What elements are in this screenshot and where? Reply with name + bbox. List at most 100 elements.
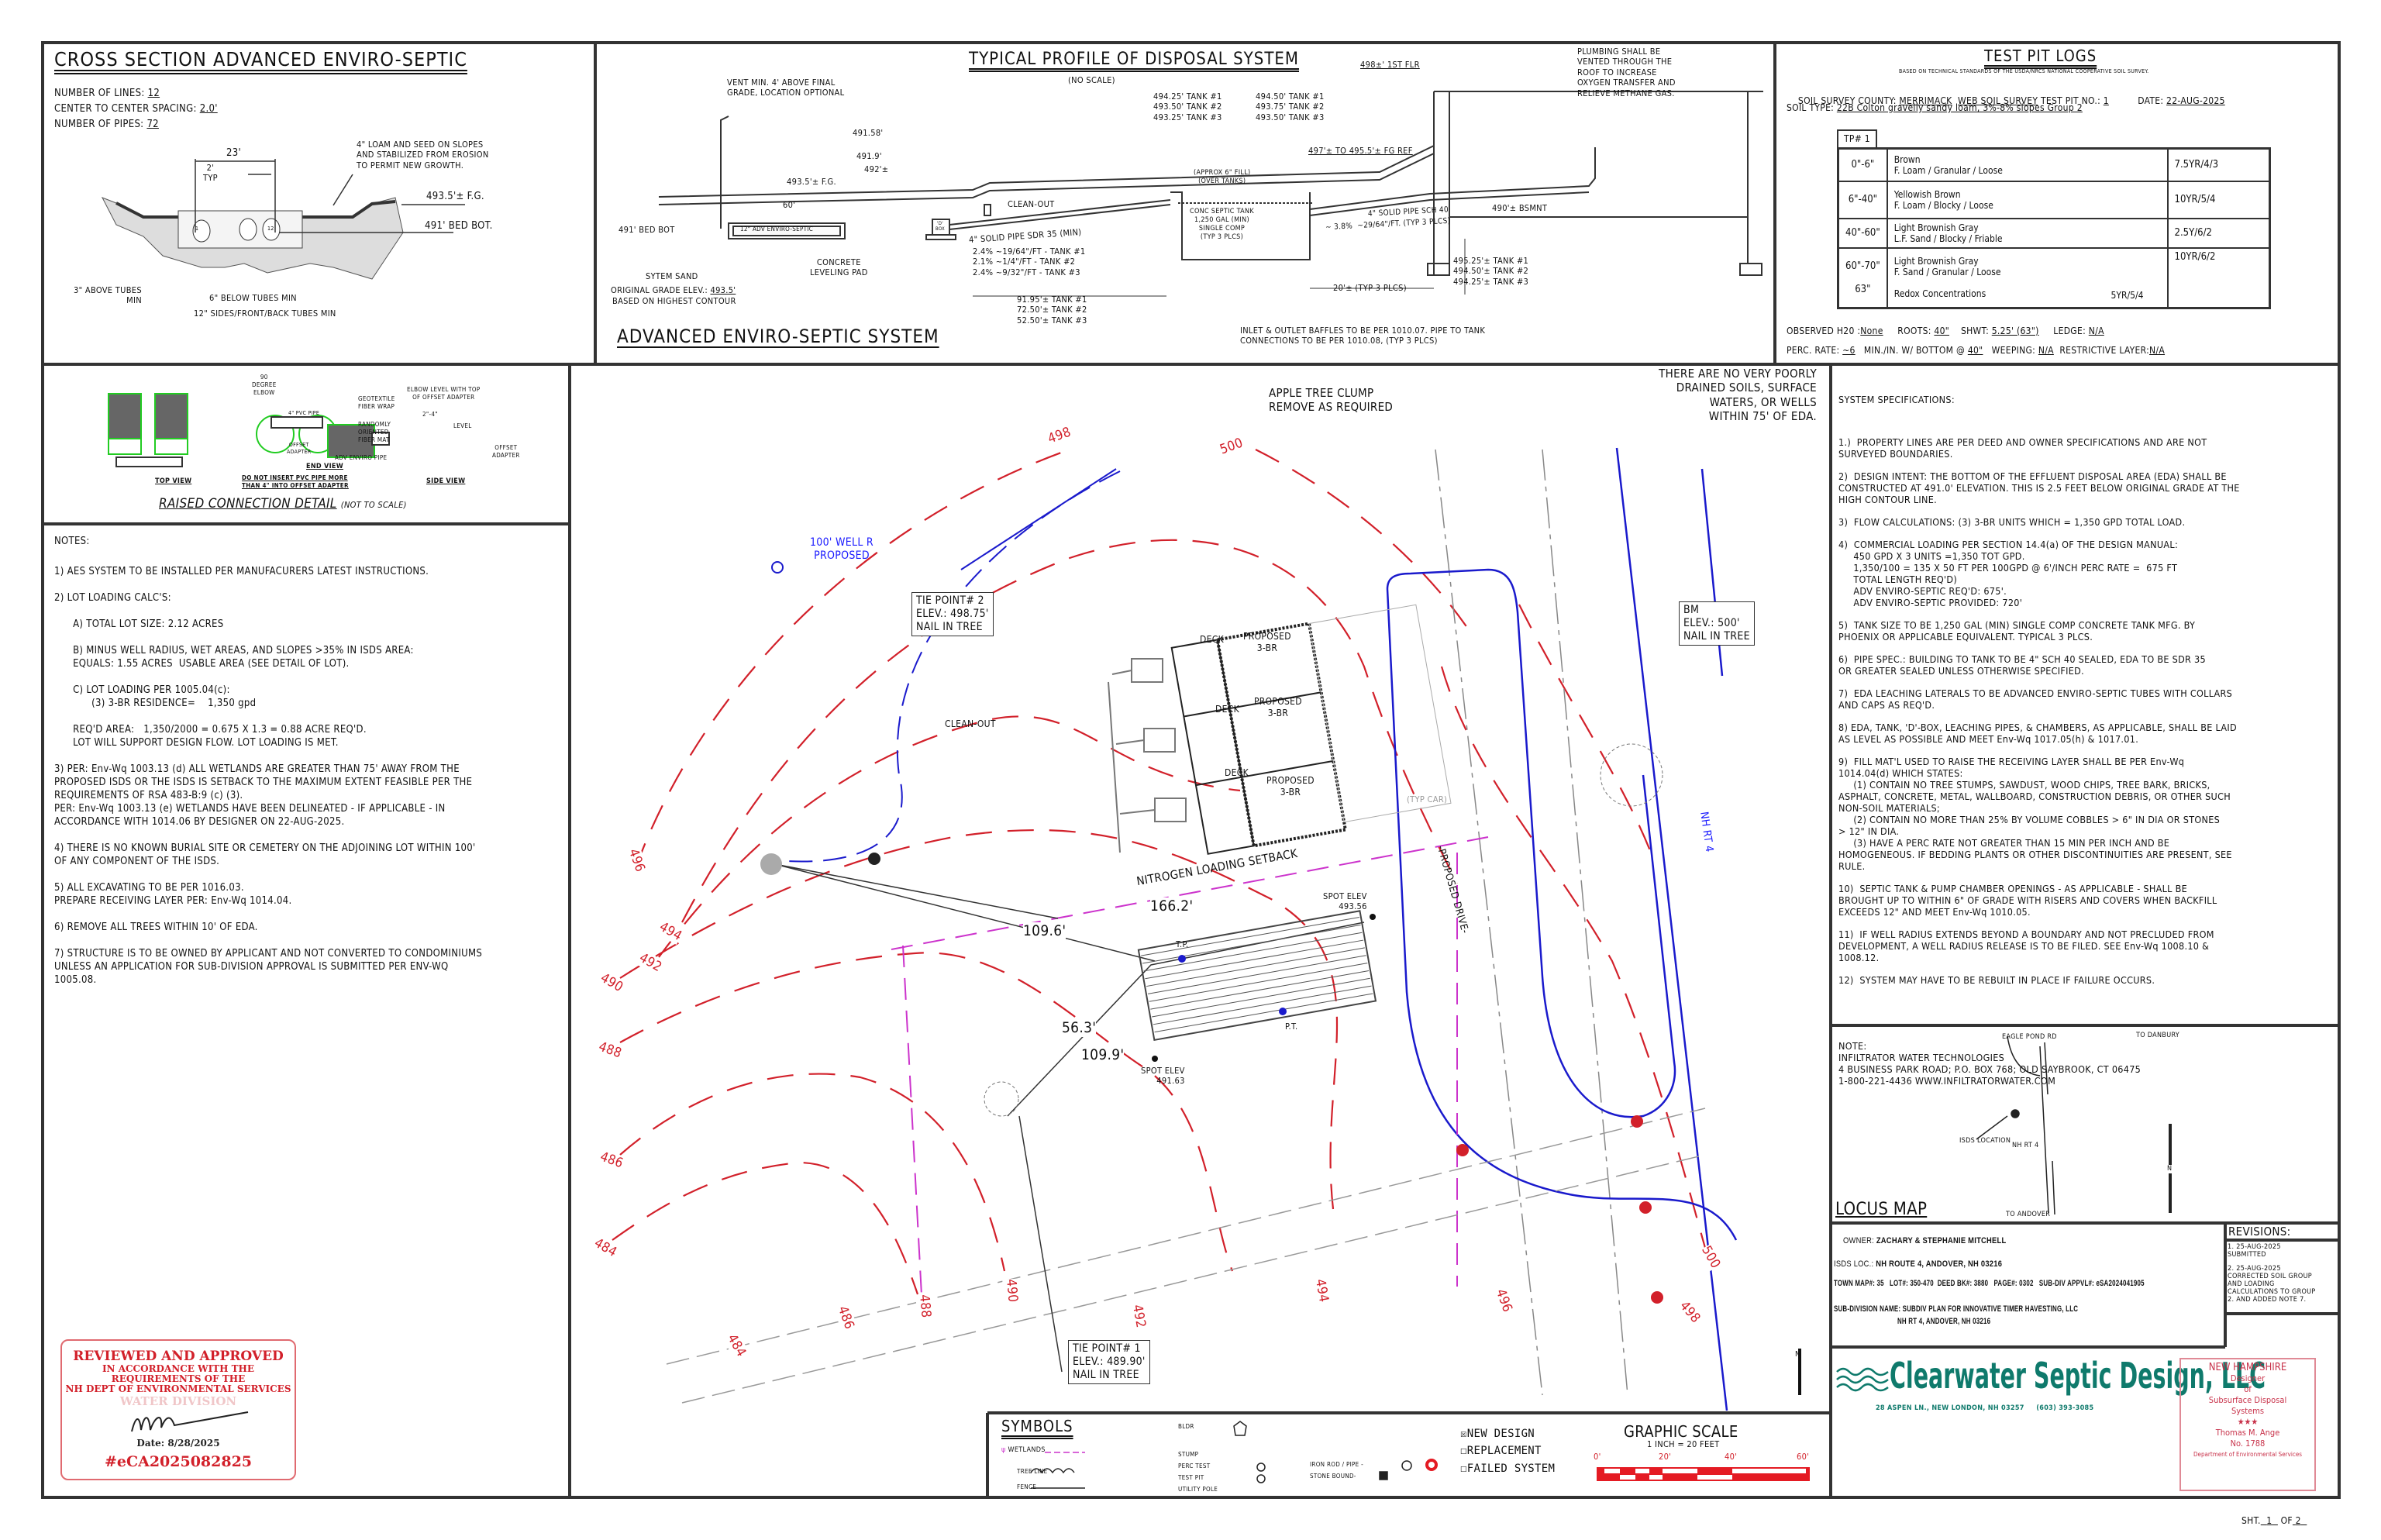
- approval-stamp: REVIEWED AND APPROVED IN ACCORDANCE WITH…: [60, 1339, 296, 1480]
- replacement-checkbox[interactable]: ☐: [1460, 1445, 1467, 1457]
- pipes-value: 72: [146, 119, 159, 130]
- contour-label: 500: [1218, 435, 1246, 459]
- fill-note: (APPROX 6" FILL) (OVER TANKS): [1194, 169, 1251, 185]
- fg-ref: 497'± TO 495.5'± FG REF: [1308, 146, 1413, 156]
- failed-system-checkbox[interactable]: ☐: [1460, 1462, 1467, 1475]
- offset-label: OFFSET ADAPTER: [287, 442, 312, 455]
- adv-pipe-label: ADV ENVIRO PIPE: [335, 454, 388, 461]
- perc-test-label: PERC TEST: [1178, 1462, 1211, 1469]
- spec-item: 6) PIPE SPEC.: BUILDING TO TANK TO BE 4"…: [1838, 653, 2206, 677]
- notes-panel: NOTES: 1) AES SYSTEM TO BE INSTALLED PER…: [54, 535, 558, 1000]
- spec-item: 4) COMMERCIAL LOADING PER SECTION 14.4(a…: [1838, 539, 2179, 608]
- notes-list: 1) AES SYSTEM TO BE INSTALLED PER MANUFA…: [54, 565, 558, 987]
- scale-tick: 0': [1594, 1452, 1601, 1462]
- contour-label: 488: [596, 1039, 624, 1063]
- depth-cell: 60"-70" 63": [1837, 246, 1888, 309]
- deck-label: DECK: [1225, 767, 1249, 778]
- building-pipe-elevations: 495.25'± TANK #1 494.50'± TANK #2 494.25…: [1453, 256, 1529, 287]
- system-title: ADVANCED ENVIRO-SEPTIC SYSTEM: [617, 326, 939, 347]
- stamp-title: REVIEWED AND APPROVED: [73, 1349, 284, 1364]
- specs-panel: SYSTEM SPECIFICATIONS: 1.) PROPERTY LINE…: [1838, 370, 2334, 1098]
- cross-section-drawing: [101, 159, 465, 280]
- site-plan-drawing: [612, 447, 1801, 1411]
- basement-elev: 490'± BSMNT: [1492, 203, 1548, 213]
- contour-label: 490: [1002, 1278, 1021, 1304]
- cross-section-title: CROSS SECTION ADVANCED ENVIRO-SEPTIC: [54, 48, 467, 71]
- stamp-date: Date: 8/28/2025: [136, 1438, 220, 1449]
- note-item: A) TOTAL LOT SIZE: 2.12 ACRES: [54, 618, 224, 630]
- pipe-slopes: 2.4% ~19/64"/FT - TANK #1 2.1% ~1/4"/FT …: [973, 246, 1086, 277]
- apple-tree-note: APPLE TREE CLUMP REMOVE AS REQUIRED: [1269, 386, 1394, 415]
- tank-outlet-elevations: 494.25' TANK #1 493.50' TANK #2 493.25' …: [1153, 91, 1222, 122]
- isds-loc: NH ROUTE 4, ANDOVER, NH 03216: [1876, 1259, 2003, 1269]
- test-pit-title: TEST PIT LOGS: [1984, 47, 2097, 65]
- stamp-division: WATER DIVISION: [119, 1394, 237, 1408]
- road-label: NH RT 4: [1697, 811, 1716, 853]
- seal-stars: ★★★: [2237, 1417, 2259, 1427]
- elev-491-9: 491.9': [856, 151, 882, 161]
- county-label: SOIL SURVEY COUNTY:: [1797, 95, 1897, 106]
- seal-name: Thomas M. Ange: [2215, 1428, 2280, 1438]
- well-radius-label: 100' WELL R PROPOSED: [810, 536, 873, 563]
- graphic-scale-title: GRAPHIC SCALE: [1624, 1422, 1738, 1441]
- benchmark: BM ELEV.: 500' NAIL IN TREE: [1679, 601, 1755, 646]
- company-logo: Clearwater Septic Design, LLC: [1890, 1355, 2266, 1397]
- infiltrator-note: NOTE: INFILTRATOR WATER TECHNOLOGIES 4 B…: [1838, 1040, 2142, 1087]
- sheet-number: SHT. 1 OF 2: [2241, 1515, 2307, 1527]
- pit-label: TEST PIT NO.:: [2040, 95, 2101, 106]
- roots-value: 40": [1934, 326, 1950, 336]
- stump-label: STUMP: [1178, 1451, 1199, 1458]
- designer-seal: NEW HAMPSHIRE Designer of Subsurface Dis…: [2179, 1358, 2316, 1491]
- date-value: 22-AUG-2025: [2166, 95, 2225, 106]
- septic-tank-label: CONC SEPTIC TANK 1,250 GAL (MIN) SINGLE …: [1190, 208, 1254, 241]
- shwt-label: SHWT:: [1960, 326, 1990, 336]
- sheet-total: 2: [2295, 1515, 2301, 1526]
- typ-car-label: (TYP CAR): [1407, 794, 1448, 804]
- table-row: 6"-40"Yellowish Brown F. Loam / Blocky /…: [1837, 180, 2271, 219]
- roots-label: ROOTS:: [1897, 326, 1931, 336]
- tube-first: 1: [195, 226, 199, 232]
- restrictive-value: N/A: [2149, 345, 2166, 356]
- note-item: REQ'D AREA: 1,350/2000 = 0.675 X 1.3 = 0…: [73, 724, 367, 749]
- aes-length: 60': [783, 200, 796, 210]
- weeping-value: N/A: [2038, 345, 2054, 356]
- orig-grade-value: 493.5': [710, 285, 736, 295]
- contour-label: 494: [1311, 1277, 1332, 1304]
- contour-label: 496: [1492, 1287, 1515, 1315]
- loam-note: 4" LOAM AND SEED ON SLOPES AND STABILIZE…: [357, 140, 489, 171]
- contour-label: 494: [656, 918, 685, 945]
- h2o-label: OBSERVED H20 :: [1787, 326, 1861, 336]
- date-label: DATE:: [2138, 95, 2164, 106]
- contour-label: 486: [834, 1304, 857, 1332]
- end-view-label: END VIEW: [306, 463, 343, 470]
- to-danbury-label: TO DANBURY: [2136, 1032, 2180, 1039]
- contour-label: 486: [598, 1149, 625, 1173]
- owner-label: OWNER:: [1843, 1236, 1874, 1245]
- not-to-scale: (NOT TO SCALE): [340, 500, 407, 510]
- color-cell: 10YR/6/2: [2166, 246, 2271, 309]
- profile-fg: 493.5'± F.G.: [787, 177, 836, 187]
- parcel-ids: TOWN MAP#: 35 LOT#: 350-470 DEED BK#: 38…: [1834, 1279, 2145, 1288]
- profile-title: TYPICAL PROFILE OF DISPOSAL SYSTEM: [969, 50, 1300, 69]
- below-tubes: 6" BELOW TUBES MIN: [209, 293, 297, 303]
- perc-label: PERC. RATE:: [1787, 345, 1840, 356]
- distance-166: 166.2': [1150, 897, 1194, 916]
- distance-109-6: 109.6': [1023, 922, 1066, 941]
- note-item: 7) STRUCTURE IS TO BE OWNED BY APPLICANT…: [54, 948, 483, 986]
- ledge-value: N/A: [2088, 326, 2104, 336]
- depth-cell: 0"-6": [1837, 147, 1888, 182]
- shwt-value: 5.25' (63"): [1991, 326, 2039, 336]
- depth-cell: 40"-60": [1837, 217, 1888, 249]
- revision-item: 1. 25-AUG-2025 SUBMITTED: [2228, 1243, 2281, 1259]
- tank-distances: 91.95'± TANK #1 72.50'± TANK #2 52.50'± …: [1017, 295, 1087, 326]
- depth-cell: 6"-40": [1837, 180, 1888, 219]
- note-item: 4) THERE IS NO KNOWN BURIAL SITE OR CEME…: [54, 842, 476, 867]
- dim-width: 23': [226, 147, 241, 159]
- scale-tick: 40': [1725, 1452, 1738, 1462]
- stamp-line1: IN ACCORDANCE WITH THE: [102, 1363, 255, 1374]
- desc-cell: Yellowish Brown F. Loam / Blocky / Loose: [1886, 180, 2169, 219]
- perc-value: ~6: [1842, 345, 1856, 356]
- new-design-checkbox[interactable]: ☒: [1460, 1428, 1467, 1440]
- spec-item: 3) FLOW CALCULATIONS: (3) 3-BR UNITS WHI…: [1838, 516, 2186, 528]
- sheet-of: OF: [2280, 1515, 2293, 1526]
